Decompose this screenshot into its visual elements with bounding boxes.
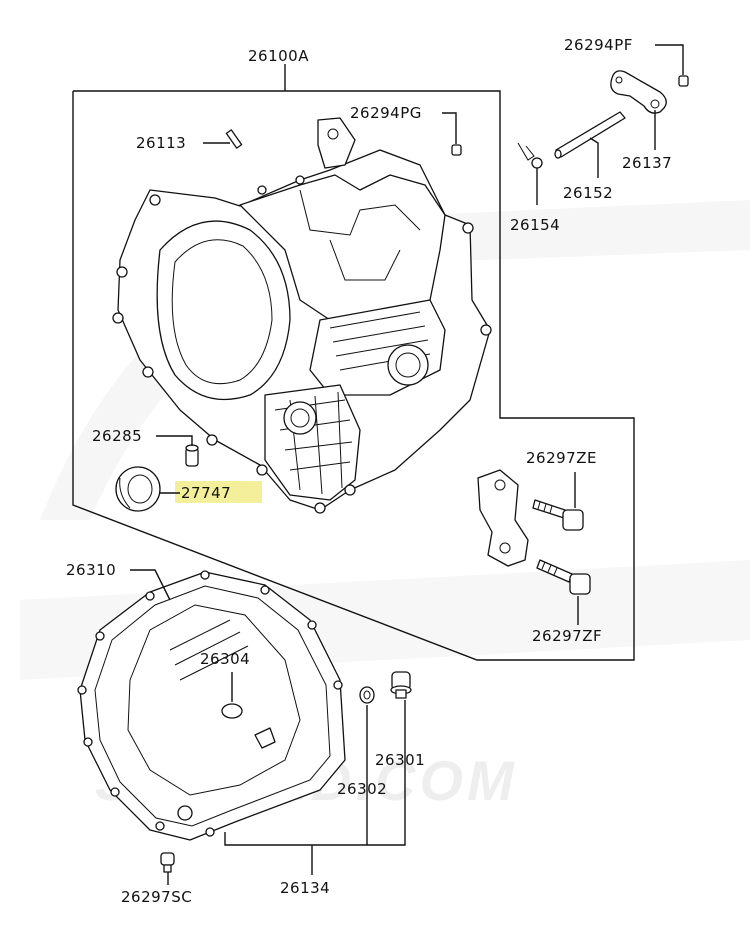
callout-26285: 26285 — [92, 427, 142, 445]
callout-26154: 26154 — [510, 216, 560, 234]
leader-26152 — [589, 137, 599, 178]
oil-pan-26310 — [77, 570, 346, 841]
callout-26301: 26301 — [375, 751, 425, 769]
leader-26294PG — [442, 112, 457, 144]
oil-seal-27747 — [115, 466, 161, 512]
pin-26113 — [225, 129, 243, 149]
callout-26297ZF: 26297ZF — [532, 627, 602, 645]
plug-26294PG — [451, 144, 462, 156]
leader-26134 — [224, 700, 406, 846]
callout-26294PF: 26294PF — [564, 36, 633, 54]
callout-26297SC: 26297SC — [121, 888, 192, 906]
assembly-frame-26100A — [72, 90, 635, 661]
transmission-case-illustration — [112, 117, 492, 514]
shaft-26152 — [554, 111, 626, 159]
callout-26297ZE: 26297ZE — [526, 449, 597, 467]
plug-26294PF — [678, 75, 689, 87]
callout-27747: 27747 — [181, 484, 231, 502]
callout-26304: 26304 — [200, 650, 250, 668]
callout-26302: 26302 — [337, 780, 387, 798]
bracket-illustration — [477, 469, 529, 567]
leader-26294PF — [655, 44, 684, 75]
callout-26152: 26152 — [563, 184, 613, 202]
bolt-26297ZF — [536, 559, 591, 595]
callout-26100A: 26100A — [248, 47, 309, 65]
callout-26294PG: 26294PG — [350, 104, 422, 122]
leader-26310 — [130, 569, 171, 601]
callout-26113: 26113 — [136, 134, 186, 152]
callout-26137: 26137 — [622, 154, 672, 172]
callout-labels: 26100A 26294PF 26294PG 26113 26137 26152… — [66, 36, 672, 906]
callout-26134: 26134 — [280, 879, 330, 897]
bolt-26297ZE — [532, 499, 584, 531]
dowel-26285 — [185, 444, 199, 467]
highlight-27747 — [175, 481, 262, 503]
leader-26285 — [156, 435, 193, 446]
callout-26310: 26310 — [66, 561, 116, 579]
gasket-26302 — [359, 686, 375, 704]
lever-26137 — [610, 70, 667, 114]
bolt-26297SC — [160, 852, 175, 873]
pin-26154 — [517, 142, 543, 169]
drain-plug-26301 — [390, 671, 412, 699]
